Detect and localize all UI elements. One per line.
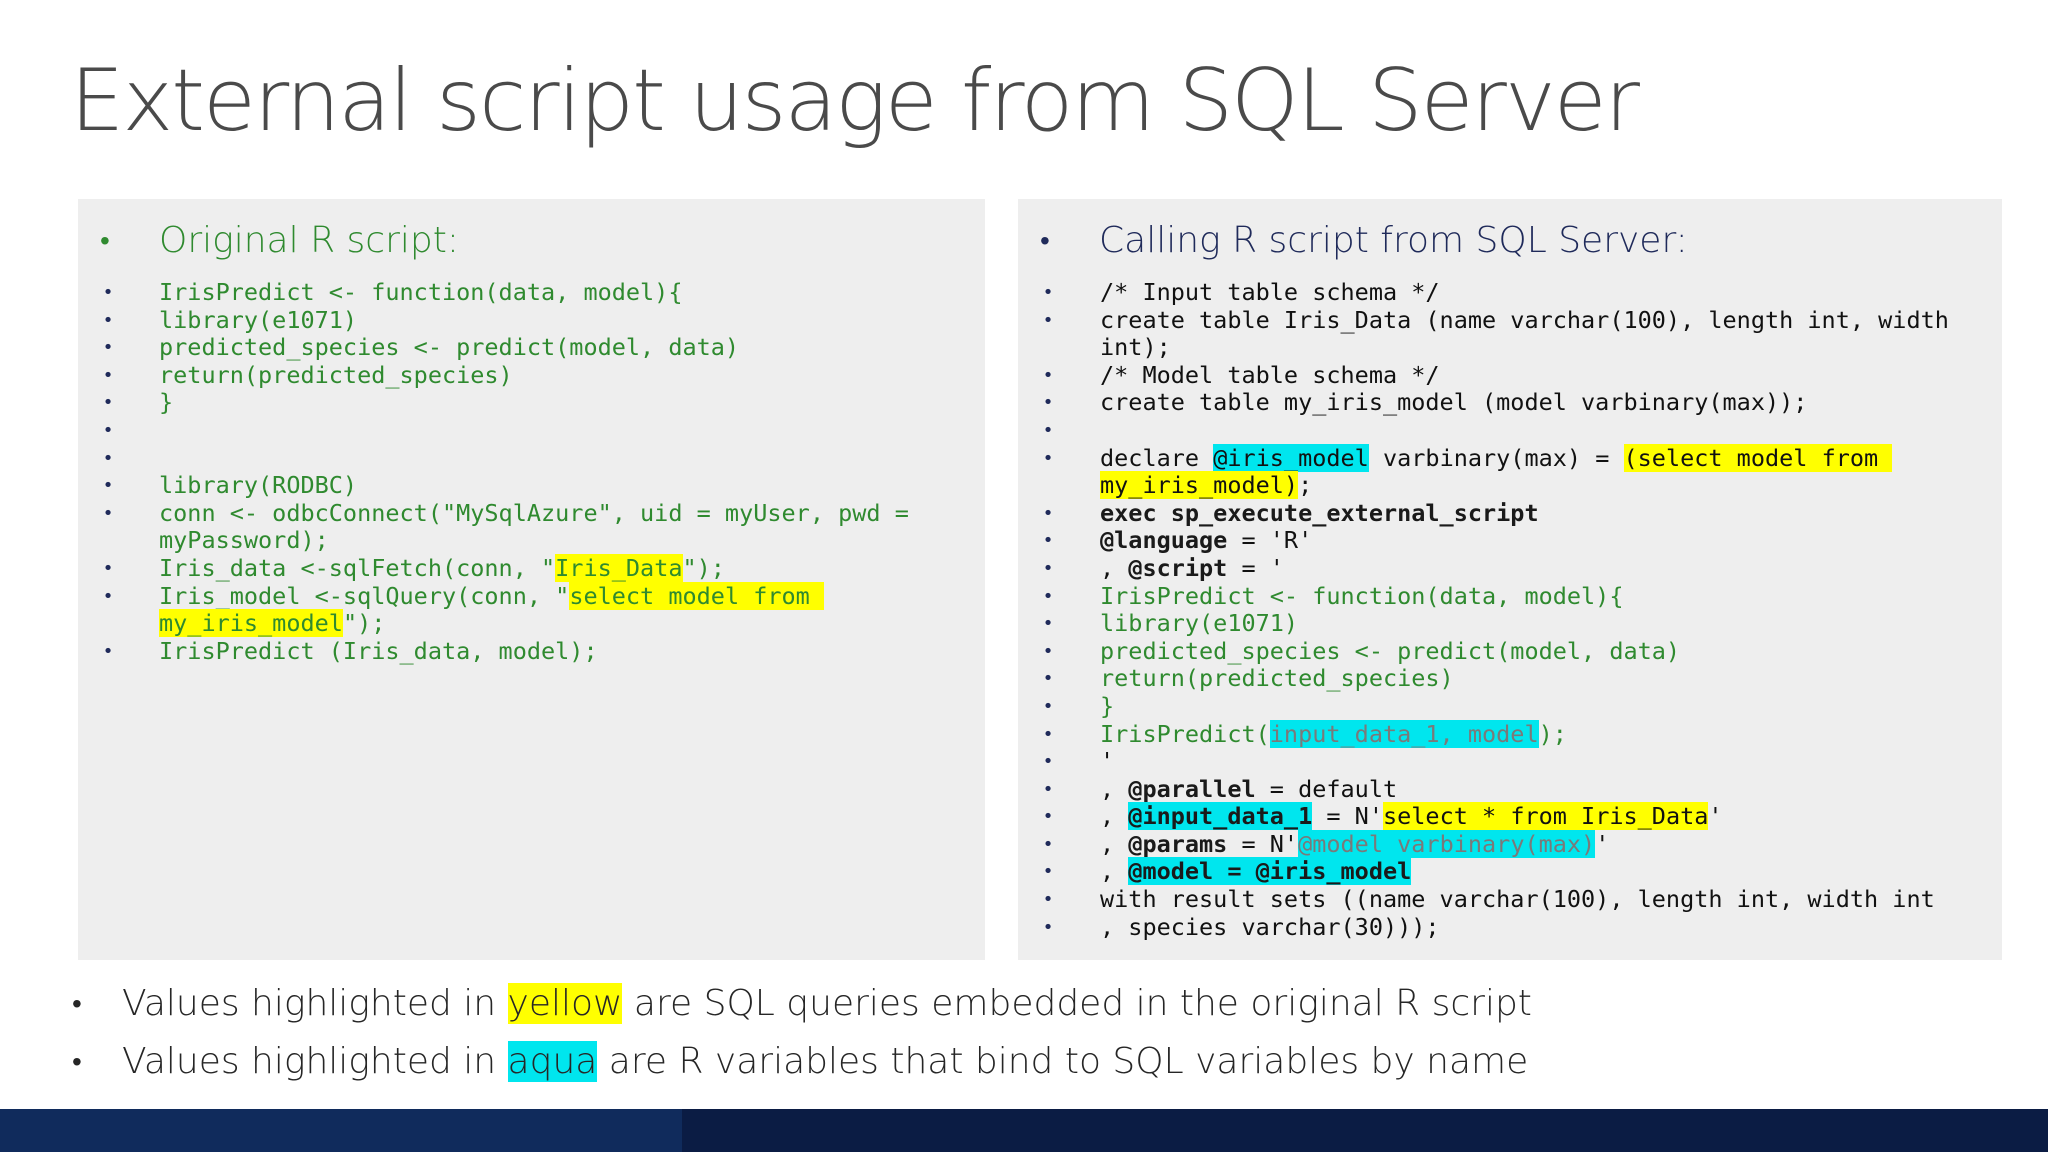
code-line: •declare @iris_model varbinary(max) = (s… — [1042, 443, 1893, 472]
bullet: • — [1040, 224, 1050, 257]
code-line: my_iris_model); — [1100, 471, 1313, 500]
code-line: •predicted_species <- predict(model, dat… — [102, 333, 740, 362]
yellow-highlight: yellow — [507, 983, 623, 1024]
code-line: •library(e1071) — [102, 305, 358, 334]
sql-code-block: •/* Input table schema */ •create table … — [1018, 278, 2002, 941]
code-line: •, @parallel = default — [1042, 774, 1398, 803]
bullet: • — [72, 987, 82, 1020]
code-line: •IrisPredict <- function(data, model){ — [102, 278, 683, 306]
panel-header: • Calling R script from SQL Server: — [1018, 211, 2002, 271]
footer-bar — [0, 1109, 2048, 1152]
code-line: •IrisPredict(input_data_1, model); — [1042, 719, 1567, 748]
code-line: myPassword); — [159, 526, 329, 555]
code-line: • — [1042, 419, 1054, 441]
code-line: •@language = 'R' — [1042, 526, 1313, 555]
original-r-script-panel: • Original R script: •IrisPredict <- fun… — [78, 199, 985, 960]
panel-header-text: Calling R script from SQL Server: — [1099, 220, 1688, 261]
code-line: •, species varchar(30))); — [1042, 912, 1440, 941]
r-code-block: •IrisPredict <- function(data, model){ •… — [78, 278, 985, 665]
code-line: •create table my_iris_model (model varbi… — [1042, 388, 1808, 417]
aqua-highlight: aqua — [507, 1041, 598, 1082]
code-line: •, @input_data_1 = N'select * from Iris_… — [1042, 802, 1723, 831]
yellow-highlight: Iris_Data — [555, 553, 683, 582]
aqua-highlight: @model varbinary(max) — [1298, 829, 1596, 858]
code-line: •Iris_data <-sqlFetch(conn, "Iris_Data")… — [102, 553, 725, 582]
code-line: • — [102, 447, 114, 469]
sql-server-call-panel: • Calling R script from SQL Server: •/* … — [1018, 199, 2002, 960]
code-line: •, @model = @iris_model — [1042, 857, 1412, 886]
code-line: •, @params = N'@model varbinary(max)' — [1042, 829, 1610, 858]
code-line: •/* Model table schema */ — [1042, 360, 1440, 389]
yellow-highlight: (select model from — [1623, 443, 1893, 472]
code-line: •' — [1042, 747, 1115, 776]
code-line: •} — [102, 388, 174, 417]
code-line: •} — [1042, 691, 1115, 720]
panel-header-text: Original R script: — [159, 220, 459, 261]
code-line: •with result sets ((name varchar(100), l… — [1042, 885, 1935, 914]
panel-header: • Original R script: — [78, 211, 985, 271]
aqua-highlight: @iris_model — [1213, 443, 1369, 472]
code-line: •return(predicted_species) — [1042, 664, 1454, 693]
code-line: •create table Iris_Data (name varchar(10… — [1042, 305, 1949, 334]
code-line: •library(e1071) — [1042, 609, 1299, 638]
aqua-highlight: @model = @iris_model — [1128, 857, 1412, 886]
code-line: •Iris_model <-sqlQuery(conn, "select mod… — [102, 581, 824, 610]
code-line: •IrisPredict (Iris_data, model); — [102, 636, 598, 665]
code-line: int); — [1100, 333, 1171, 362]
aqua-highlight: @input_data_1 — [1128, 802, 1313, 831]
note-aqua: • Values highlighted in aqua are R varia… — [70, 1033, 1970, 1091]
yellow-highlight: select * from Iris_Data — [1382, 802, 1709, 831]
code-line: •, @script = ' — [1042, 553, 1284, 582]
code-line: •library(RODBC) — [102, 471, 358, 500]
code-line: •/* Input table schema */ — [1042, 278, 1440, 306]
yellow-highlight: select model from — [569, 581, 824, 610]
bullet: • — [100, 224, 110, 257]
code-line: my_iris_model"); — [159, 609, 386, 638]
note-yellow: • Values highlighted in yellow are SQL q… — [70, 975, 1970, 1033]
legend-notes: • Values highlighted in yellow are SQL q… — [70, 975, 1970, 1091]
code-line: •return(predicted_species) — [102, 360, 513, 389]
yellow-highlight: my_iris_model) — [1100, 471, 1299, 500]
bullet: • — [72, 1045, 82, 1078]
slide-title: External script usage from SQL Server — [70, 51, 1640, 151]
code-line: •IrisPredict <- function(data, model){ — [1042, 581, 1624, 610]
code-line: •exec sp_execute_external_script — [1042, 498, 1539, 527]
code-line: •predicted_species <- predict(model, dat… — [1042, 636, 1681, 665]
code-line: •conn <- odbcConnect("MySqlAzure", uid =… — [102, 498, 909, 527]
aqua-highlight: input_data_1, model — [1269, 719, 1539, 748]
footer-segment — [0, 1109, 682, 1152]
code-line: • — [102, 419, 114, 441]
yellow-highlight: my_iris_model — [159, 609, 343, 638]
